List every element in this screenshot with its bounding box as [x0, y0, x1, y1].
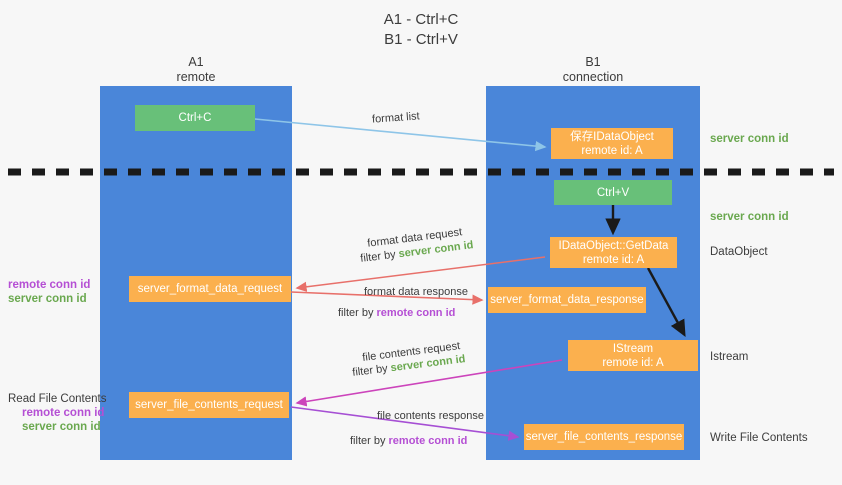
page-title-line2: B1 - Ctrl+V [384, 31, 458, 48]
page-title-line1: A1 - Ctrl+C [383, 11, 459, 28]
box-istream-line1: IStream [612, 342, 654, 355]
filter-prefix: filter by [338, 307, 377, 319]
box-ctrl-c-label: Ctrl+C [178, 112, 212, 124]
filter-prefix: filter by [351, 362, 392, 379]
box-server-format-data-response[interactable]: server_format_data_response [488, 287, 646, 313]
label-istream: Istream [710, 351, 749, 363]
box-istream-line2: remote id: A [602, 356, 664, 369]
box-ctrl-v-label: Ctrl+V [596, 186, 630, 199]
label-server-conn-id-mid: server conn id [710, 211, 789, 223]
left-label-group-format: remote conn id server conn id [8, 278, 90, 306]
box-getdata-line1: IDataObject::GetData [558, 239, 669, 252]
lane-a1-role: remote [176, 70, 216, 84]
label-dataobject: DataObject [710, 246, 768, 258]
box-getdata[interactable]: IDataObject::GetData remote id: A [550, 237, 677, 268]
lane-b1-name: B1 [585, 55, 601, 69]
annotation-format-data-response-filter: filter by remote conn id [338, 306, 455, 320]
left-label-remote-conn-id-1: remote conn id [8, 279, 91, 291]
filter-value: remote conn id [388, 435, 468, 447]
box-server-format-data-request[interactable]: server_format_data_request [129, 276, 291, 302]
box-save-idataobject-line1: 保存IDataObject [570, 130, 654, 143]
box-istream[interactable]: IStream remote id: A [568, 340, 698, 371]
left-label-group-file: Read File Contents remote conn id server… [8, 392, 106, 434]
left-label-server-conn-id-2: server conn id [22, 421, 101, 433]
box-save-idataobject-line2: remote id: A [581, 144, 643, 157]
filter-value: remote conn id [376, 307, 456, 319]
annotation-format-list: format list [371, 110, 421, 126]
page-title: A1 - Ctrl+C B1 - Ctrl+V [0, 10, 842, 50]
box-ctrl-v[interactable]: Ctrl+V [554, 180, 672, 205]
box-getdata-line2: remote id: A [582, 253, 645, 266]
lane-b1-role: connection [562, 70, 624, 84]
box-server-file-contents-response[interactable]: server_file_contents_response [524, 424, 684, 450]
label-server-conn-id-top: server conn id [710, 133, 789, 145]
box-server-file-contents-response-label: server_file_contents_response [525, 431, 683, 443]
lane-header-a1: A1 remote [100, 55, 292, 85]
annotation-file-contents-response-filter: filter by remote conn id [350, 434, 467, 448]
box-ctrl-c[interactable]: Ctrl+C [135, 105, 255, 131]
box-server-file-contents-request-label: server_file_contents_request [135, 399, 283, 411]
annotation-format-data-response: format data response [364, 286, 468, 298]
box-server-format-data-request-label: server_format_data_request [137, 283, 283, 295]
left-label-read-file-contents: Read File Contents [8, 393, 107, 405]
filter-prefix: filter by [359, 248, 400, 265]
annotation-file-contents-response: file contents response [377, 410, 485, 422]
left-label-remote-conn-id-2: remote conn id [22, 407, 105, 419]
box-server-format-data-response-label: server_format_data_response [490, 294, 644, 306]
left-label-server-conn-id-1: server conn id [8, 293, 87, 305]
lane-header-b1: B1 connection [486, 55, 700, 85]
label-write-file-contents: Write File Contents [710, 432, 808, 444]
box-save-idataobject[interactable]: 保存IDataObject remote id: A [551, 128, 673, 159]
filter-prefix: filter by [350, 435, 389, 447]
box-server-file-contents-request[interactable]: server_file_contents_request [129, 392, 289, 418]
lane-a1-name: A1 [188, 55, 204, 69]
